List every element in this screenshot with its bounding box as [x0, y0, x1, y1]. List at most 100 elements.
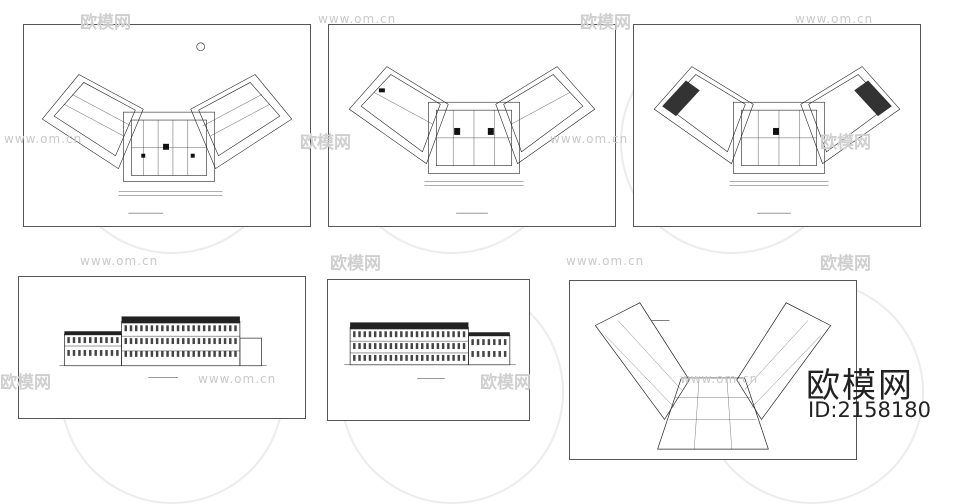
window-mark: [358, 343, 361, 350]
window-mark: [182, 338, 185, 345]
window-mark: [431, 331, 434, 338]
window-mark: [176, 338, 180, 345]
window-mark: [202, 338, 206, 345]
window-mark: [94, 349, 97, 356]
window-mark: [129, 325, 133, 332]
window-mark: [110, 337, 114, 344]
watermark-logo: 欧模网: [330, 254, 381, 274]
window-mark: [436, 354, 440, 361]
window-mark: [197, 350, 201, 357]
window-mark: [72, 349, 76, 356]
watermark-site: www.om.cn: [80, 254, 159, 268]
window-mark: [166, 338, 169, 345]
window-mark: [462, 343, 466, 350]
window-mark: [394, 331, 398, 338]
roof-plan-drawing: [594, 302, 832, 450]
window-mark: [171, 350, 175, 357]
window-mark: [145, 350, 148, 357]
window-mark: [110, 349, 114, 356]
window-mark: [187, 325, 190, 332]
window-mark: [72, 337, 76, 344]
drawing-sheet-1[interactable]: [23, 24, 311, 227]
window-mark: [441, 331, 445, 338]
window-mark: [223, 338, 227, 345]
window-mark: [229, 350, 232, 357]
window-mark: [405, 331, 408, 338]
window-mark: [415, 331, 419, 338]
window-mark: [447, 354, 450, 361]
window-mark: [436, 343, 440, 350]
window-mark: [447, 343, 450, 350]
window-mark: [192, 350, 195, 357]
window-mark: [166, 325, 169, 332]
window-mark: [400, 343, 403, 350]
window-mark: [476, 339, 480, 346]
window-mark: [431, 354, 434, 361]
window-mark: [67, 337, 70, 344]
window-mark: [426, 343, 429, 350]
window-mark: [78, 349, 81, 356]
window-mark: [234, 350, 237, 357]
window-mark: [384, 343, 387, 350]
window-mark: [457, 331, 461, 338]
window-mark: [182, 350, 185, 357]
window-mark: [353, 354, 356, 361]
window-mark: [223, 325, 227, 332]
window-mark: [140, 338, 143, 345]
window-mark: [379, 343, 382, 350]
window-mark: [363, 331, 366, 338]
window-mark: [415, 343, 419, 350]
drawing-sheet-3[interactable]: [633, 24, 921, 227]
window-mark: [105, 349, 108, 356]
window-mark: [155, 338, 159, 345]
window-mark: [124, 338, 127, 345]
model-id-label: ID:2158180: [808, 398, 931, 422]
watermark-logo: 欧模网: [820, 254, 871, 274]
window-mark: [368, 343, 372, 350]
window-mark: [482, 339, 485, 346]
elevation-drawing: [344, 322, 516, 379]
window-mark: [229, 338, 232, 345]
window-mark: [400, 331, 403, 338]
drawing-sheet-6[interactable]: [569, 280, 857, 460]
window-mark: [99, 349, 103, 356]
window-mark: [161, 325, 164, 332]
window-mark: [171, 338, 175, 345]
window-mark: [89, 349, 92, 356]
window-mark: [155, 325, 159, 332]
window-mark: [187, 350, 190, 357]
window-mark: [426, 354, 429, 361]
window-mark: [176, 325, 180, 332]
window-mark: [208, 338, 211, 345]
window-mark: [99, 337, 103, 344]
window-mark: [213, 325, 216, 332]
window-mark: [192, 338, 195, 345]
window-mark: [105, 337, 108, 344]
window-mark: [441, 354, 445, 361]
window-mark: [145, 325, 148, 332]
window-mark: [150, 350, 154, 357]
window-mark: [192, 325, 195, 332]
window-mark: [234, 338, 237, 345]
window-mark: [373, 343, 377, 350]
window-mark: [452, 354, 455, 361]
drawing-sheet-5[interactable]: [327, 279, 530, 421]
window-mark: [129, 338, 133, 345]
window-mark: [145, 338, 148, 345]
floor-plan-drawing: [348, 66, 596, 214]
window-mark: [124, 350, 127, 357]
window-mark: [187, 338, 190, 345]
drawing-sheet-2[interactable]: [328, 24, 616, 227]
window-mark: [431, 343, 434, 350]
window-mark: [218, 350, 222, 357]
window-mark: [208, 350, 211, 357]
window-mark: [213, 338, 216, 345]
window-mark: [436, 331, 440, 338]
window-mark: [373, 354, 377, 361]
window-mark: [161, 350, 164, 357]
window-mark: [410, 331, 414, 338]
drawing-sheet-4[interactable]: [18, 276, 306, 419]
window-mark: [410, 354, 414, 361]
window-mark: [421, 331, 424, 338]
window-mark: [197, 325, 201, 332]
